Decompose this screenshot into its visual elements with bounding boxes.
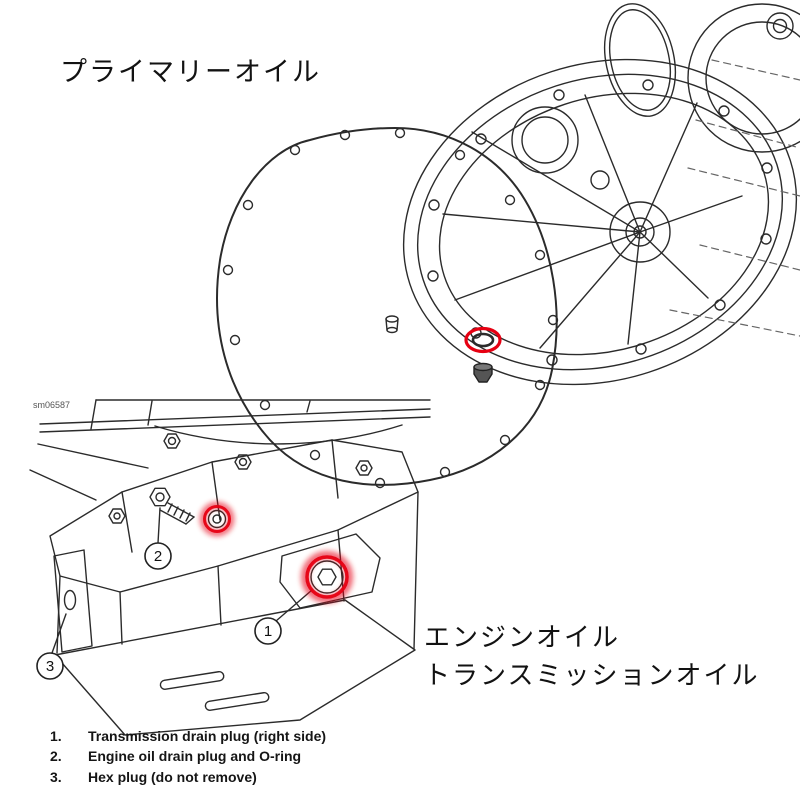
label-primary-oil: プライマリーオイル xyxy=(60,57,321,88)
legend-item-text: Engine oil drain plug and O-ring xyxy=(88,748,302,765)
callout-2-circle xyxy=(144,542,172,570)
label-engine-oil: エンジンオイル xyxy=(424,623,621,653)
callout-3-number: 3 xyxy=(46,658,54,675)
clutch-cover-section xyxy=(687,3,800,153)
oil-pan-drawing xyxy=(29,399,431,736)
hex-plug xyxy=(63,589,77,611)
highlight-transmission-drain xyxy=(301,551,353,603)
cover-bolt-holes xyxy=(427,79,773,366)
callout-2-number: 2 xyxy=(154,548,162,565)
primary-drain-oring xyxy=(471,332,495,348)
legend-item: 2. Engine oil drain plug and O-ring xyxy=(50,748,326,765)
legend-item-number: 2. xyxy=(50,748,62,765)
engine-oil-drain-bolt xyxy=(149,487,195,525)
seal-ring xyxy=(603,3,677,117)
legend: 1. Transmission drain plug (right side) … xyxy=(50,728,327,790)
callout-1-circle xyxy=(254,617,282,645)
legend-item: 1. Transmission drain plug (right side) xyxy=(50,728,327,744)
label-transmission-oil: トランスミッションオイル xyxy=(424,661,760,691)
engine-bolts xyxy=(108,433,373,524)
legend-item-text: Hex plug (do not remove) xyxy=(88,768,257,785)
callout-3-circle xyxy=(36,652,64,680)
small-bolt xyxy=(385,315,399,334)
highlight-engine-drain xyxy=(199,501,235,537)
primary-gasket xyxy=(216,127,558,486)
gasket-bolt-holes xyxy=(222,127,559,489)
legend-item-number: 3. xyxy=(50,768,62,785)
alignment-lines xyxy=(669,59,800,337)
legend-item: 3. Hex plug (do not remove) xyxy=(50,768,326,785)
transmission-drain-plug xyxy=(310,560,344,594)
legend-item-text: Transmission drain plug (right side) xyxy=(88,728,327,744)
callout-1-number: 1 xyxy=(264,623,272,640)
primary-cover-drawing xyxy=(216,3,800,489)
highlight-primary-drain xyxy=(464,326,502,354)
legend-item-number: 1. xyxy=(50,728,62,744)
primary-drain-plug xyxy=(473,362,493,383)
figure-code: sm06587 xyxy=(33,400,71,410)
engine-drain-oring xyxy=(207,509,227,529)
